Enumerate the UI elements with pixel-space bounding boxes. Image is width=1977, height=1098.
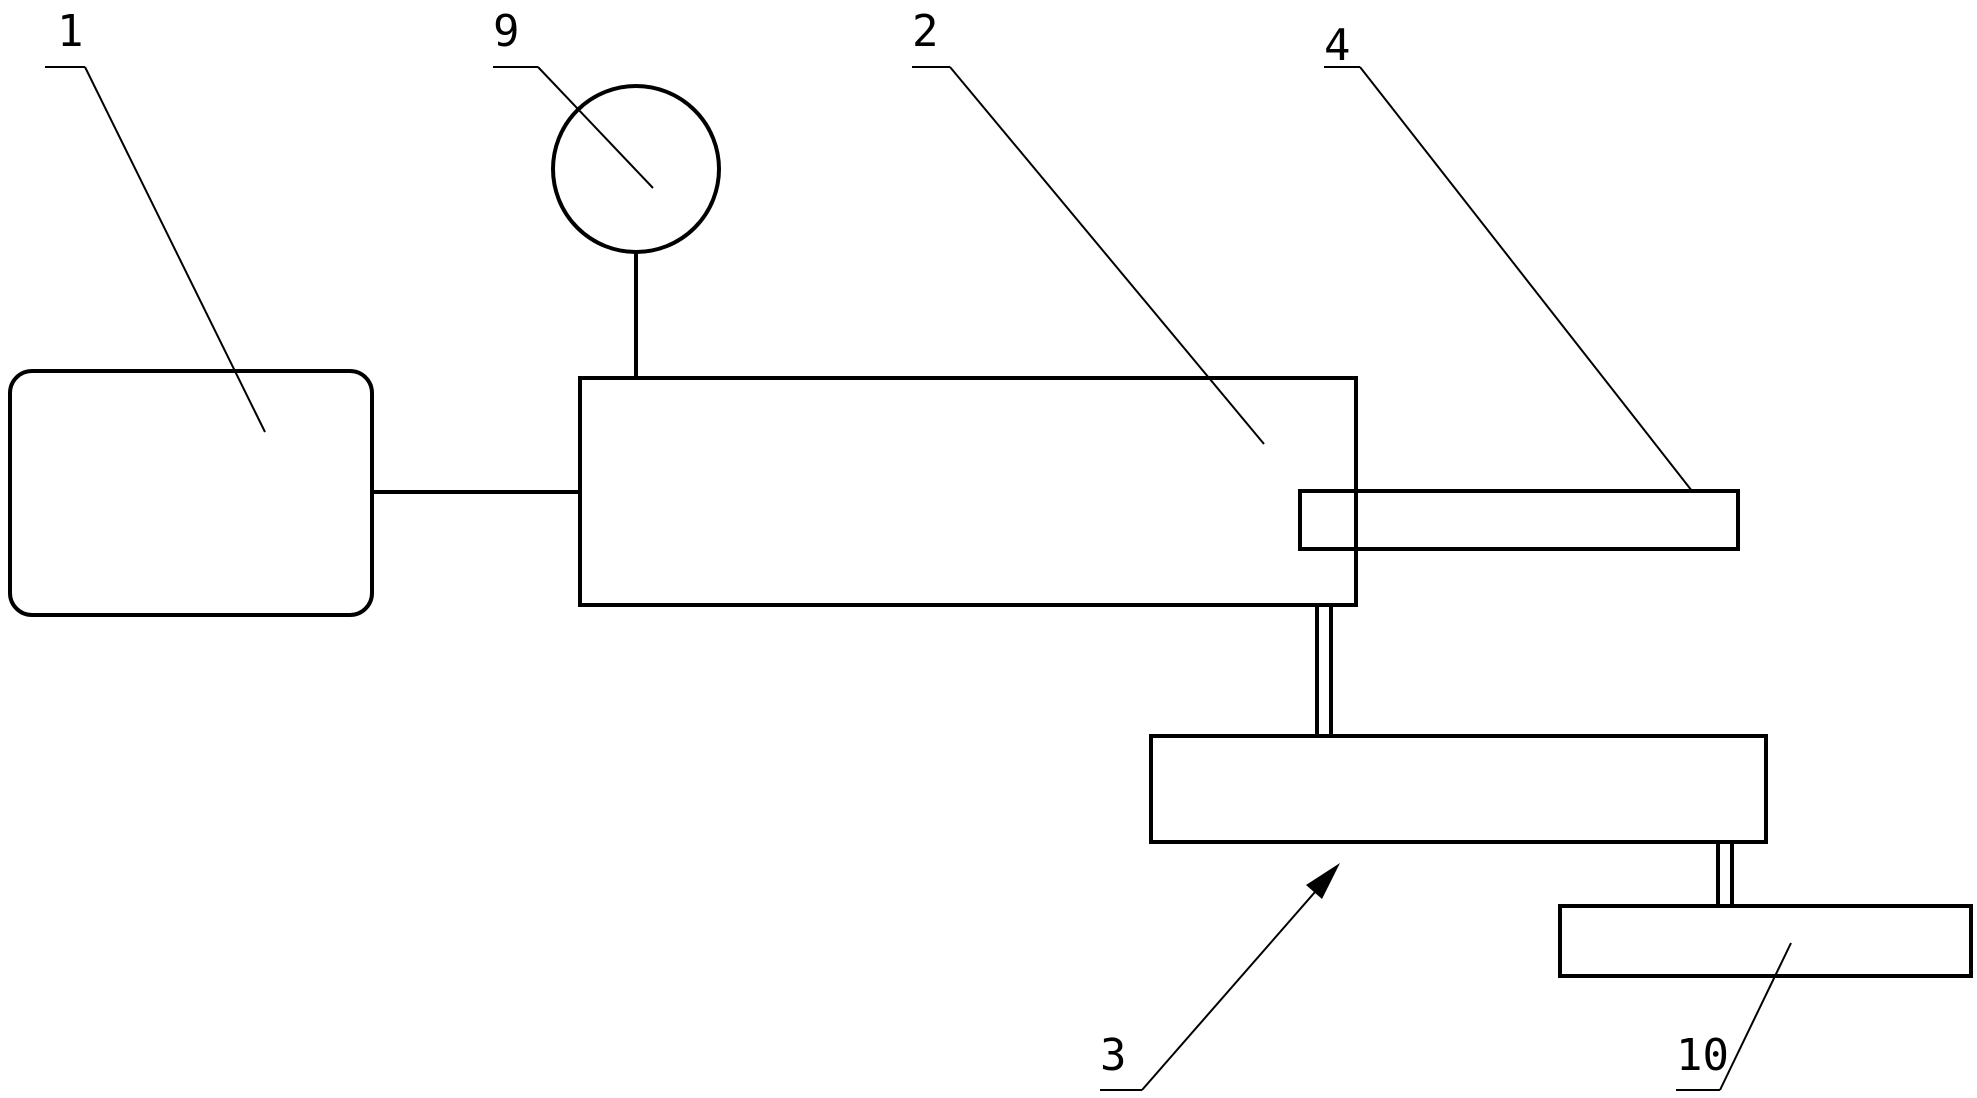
leader-3-arrowhead [1306,863,1340,899]
label-10: 10 [1676,1030,1729,1081]
leader-3 [1100,863,1340,1091]
label-9: 9 [493,6,520,57]
label-2: 2 [912,6,939,57]
component-2-box [578,376,1358,607]
label-3: 3 [1100,1030,1127,1081]
leader-4 [1324,66,1693,492]
component-4-bar [1298,489,1740,551]
component-10-bar [1558,904,1973,978]
component-1-box [8,369,374,617]
label-1: 1 [57,6,84,57]
leader-9 [493,66,654,189]
label-4: 4 [1324,20,1351,71]
leader-2 [912,66,1265,445]
leader-1 [45,66,266,433]
component-3-box [1149,734,1768,844]
leader-10 [1676,942,1792,1091]
